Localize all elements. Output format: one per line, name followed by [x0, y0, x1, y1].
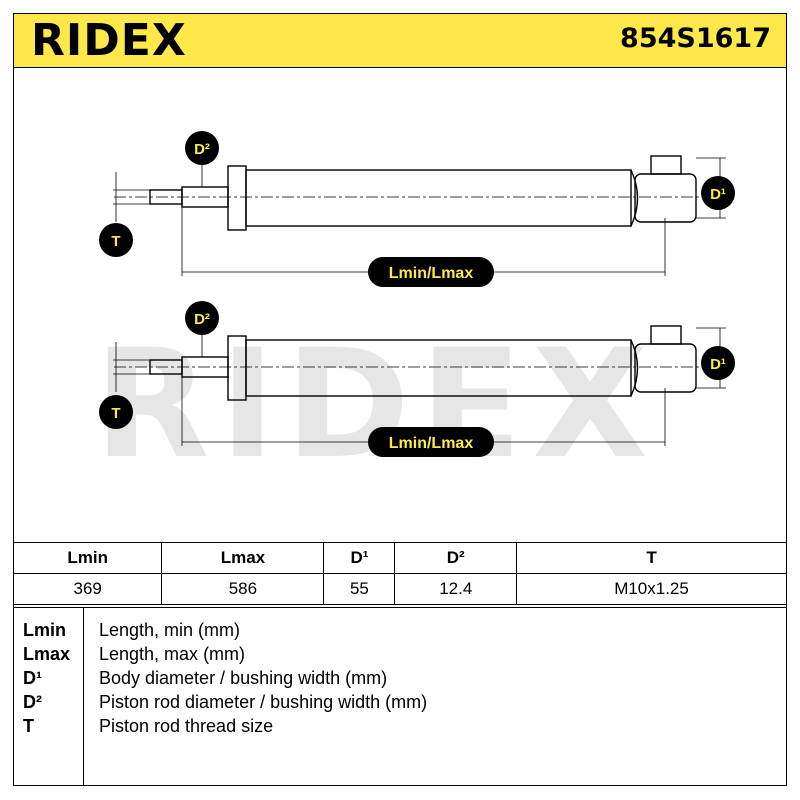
header-d2: D²	[394, 542, 518, 574]
t-label-top: T	[99, 223, 133, 257]
shock-body	[245, 339, 632, 397]
t-label-text: T	[111, 405, 120, 422]
shock-absorber-drawing: D² T D¹ Lmin/Lmax D² T D¹ Lmin/Lmax	[99, 131, 735, 457]
body-end-crimp	[630, 339, 639, 397]
value-lmax: 586	[161, 573, 325, 605]
brand-logo: RIDEX	[31, 15, 187, 66]
d1-label-top: D¹	[701, 176, 735, 210]
shock-absorber-bottom	[113, 308, 726, 446]
legend-desc: Body diameter / bushing width (mm)	[99, 668, 388, 688]
body-cap	[227, 165, 247, 231]
length-label-text: Lmin/Lmax	[389, 435, 474, 452]
value-d1: 55	[323, 573, 396, 605]
d2-label-top: D²	[185, 131, 219, 165]
header-t: T	[516, 542, 787, 574]
watermark-logo: RIDEX	[94, 318, 658, 492]
header-bar: RIDEX 854S1617	[13, 13, 787, 68]
d2-label-text: D²	[194, 141, 210, 158]
d1-label-text: D¹	[710, 186, 726, 203]
t-label-text: T	[111, 233, 120, 250]
bushing-top	[650, 155, 682, 175]
body-end-crimp	[630, 169, 639, 227]
legend-key: D²	[23, 692, 42, 712]
legend-desc: Length, max (mm)	[99, 644, 246, 664]
value-lmin: 369	[12, 573, 163, 605]
legend-desc: Piston rod diameter / bushing width (mm)	[99, 692, 428, 712]
eye-mount	[634, 343, 697, 393]
table-row: 369 586 55 12.4 M10x1.25	[12, 573, 787, 605]
legend-key: Lmin	[23, 620, 66, 640]
technical-diagram: RIDEX	[14, 68, 786, 542]
spec-table: Lmin Lmax D¹ D² T 369 586 55 12.4 M10x1.…	[12, 542, 787, 605]
legend: Lmin Length, min (mm) Lmax Length, max (…	[13, 607, 787, 786]
legend-desc: Piston rod thread size	[99, 716, 274, 736]
d1-label-text: D¹	[710, 356, 726, 373]
legend-desc: Length, min (mm)	[99, 620, 241, 640]
part-number: 854S1617	[620, 23, 771, 54]
legend-key: D¹	[23, 668, 42, 688]
shock-body	[245, 169, 632, 227]
header-lmin: Lmin	[12, 542, 163, 574]
bushing-top	[650, 325, 682, 345]
length-label-text: Lmin/Lmax	[389, 265, 474, 282]
value-d2: 12.4	[394, 573, 518, 605]
header-lmax: Lmax	[161, 542, 325, 574]
legend-divider	[83, 608, 84, 786]
d2-label-bottom: D²	[185, 301, 219, 335]
value-t: M10x1.25	[516, 573, 787, 605]
length-label-bottom: Lmin/Lmax	[368, 427, 494, 457]
eye-mount	[634, 173, 697, 223]
header-d1: D¹	[323, 542, 396, 574]
table-header-row: Lmin Lmax D¹ D² T	[12, 542, 787, 574]
legend-key: T	[23, 716, 34, 736]
t-label-bottom: T	[99, 395, 133, 429]
d1-label-bottom: D¹	[701, 346, 735, 380]
d2-label-text: D²	[194, 311, 210, 328]
body-cap	[227, 335, 247, 401]
legend-key: Lmax	[23, 644, 71, 664]
length-label-top: Lmin/Lmax	[368, 257, 494, 287]
